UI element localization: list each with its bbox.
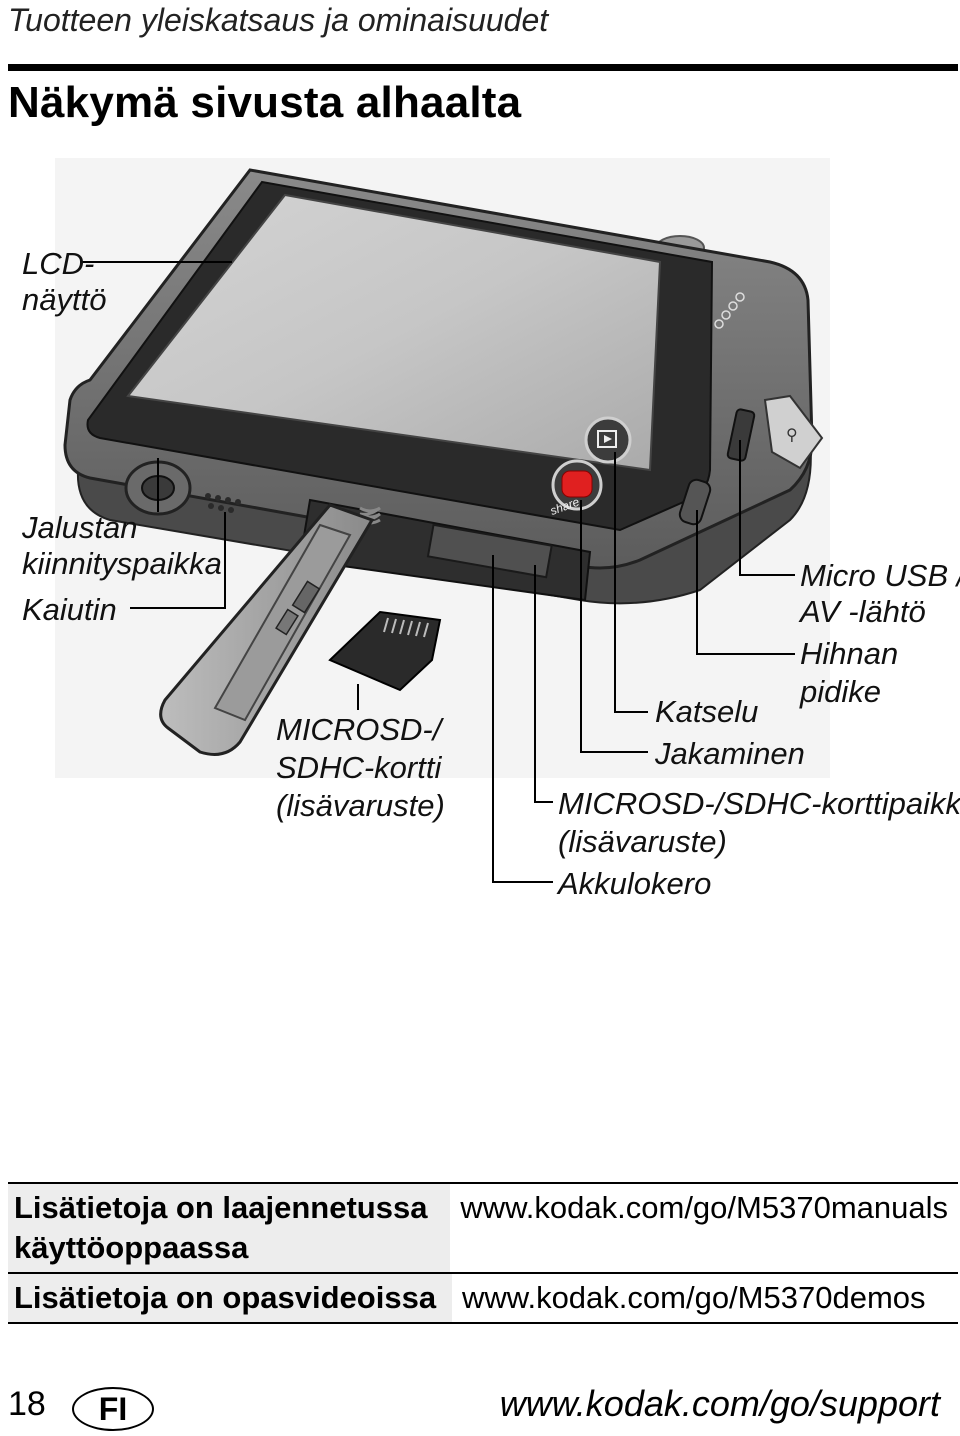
strap-label-1: Hihnan [800,636,899,671]
language-badge: FI [72,1387,154,1431]
slot-leader [534,565,553,803]
speaker-grille [205,493,241,513]
lcd-label-1: LCD- [22,246,95,281]
support-link[interactable]: www.kodak.com/go/support [499,1383,940,1424]
card-label-2: SDHC-kortti [276,750,442,785]
strap-leader [696,510,795,655]
strap-label-2: pidike [800,674,881,709]
speaker-leader [130,512,226,609]
battery-leader [492,555,553,883]
running-header: Tuotteen yleiskatsaus ja ominaisuudet [8,2,549,38]
review-label: Katselu [655,694,759,729]
share-leader [580,500,648,753]
page-number: 18 [8,1385,46,1423]
camera-diagram: share ⚲ [55,158,830,883]
usb-icon: ⚲ [786,425,798,444]
tripod-label-1: Jalustan [22,510,138,545]
usb-av-port[interactable]: ⚲ [726,394,824,470]
lcd-screen [126,193,662,472]
usb-leader [739,440,795,576]
info-link-manuals[interactable]: www.kodak.com/go/M5370manuals [460,1190,948,1225]
card-slot [426,523,553,579]
battery-door[interactable] [159,503,375,756]
card-label-1: MICROSD-/ [276,712,442,747]
language-code: FI [98,1390,128,1427]
info-row-demos: Lisätietoja on opasvideoissa www.kodak.c… [8,1272,958,1324]
speaker-label: Kaiutin [22,592,117,627]
info-label-manuals: Lisätietoja on laajennetussa käyttöoppaa… [8,1184,451,1272]
review-leader [614,452,648,713]
play-icon [604,435,612,443]
header-rule [8,64,958,71]
review-button[interactable] [584,416,632,464]
info-link-demos[interactable]: www.kodak.com/go/M5370demos [462,1280,926,1315]
share-label: Jakaminen [655,736,805,771]
leader-lines [80,261,795,883]
info-label-demos: Lisätietoja on opasvideoissa [8,1274,452,1322]
battery-label: Akkulokero [558,866,712,901]
usb-label-1: Micro USB / [800,558,960,593]
microsd-card [328,610,442,692]
tripod-label-2: kiinnityspaikka [22,546,222,581]
info-table: Lisätietoja on laajennetussa käyttöoppaa… [8,1182,958,1324]
strap-post [678,478,712,526]
info-row-manuals: Lisätietoja on laajennetussa käyttöoppaa… [8,1182,958,1272]
slot-label-1: MICROSD-/SDHC-korttipaikka [558,786,960,821]
lcd-label-2: näyttö [22,282,107,317]
section-title: Näkymä sivusta alhaalta [8,78,522,127]
indicator-dots [714,292,745,329]
usb-label-2: AV -lähtö [800,594,926,629]
slot-label-2: (lisävaruste) [558,824,727,859]
card-label-3: (lisävaruste) [276,788,445,823]
